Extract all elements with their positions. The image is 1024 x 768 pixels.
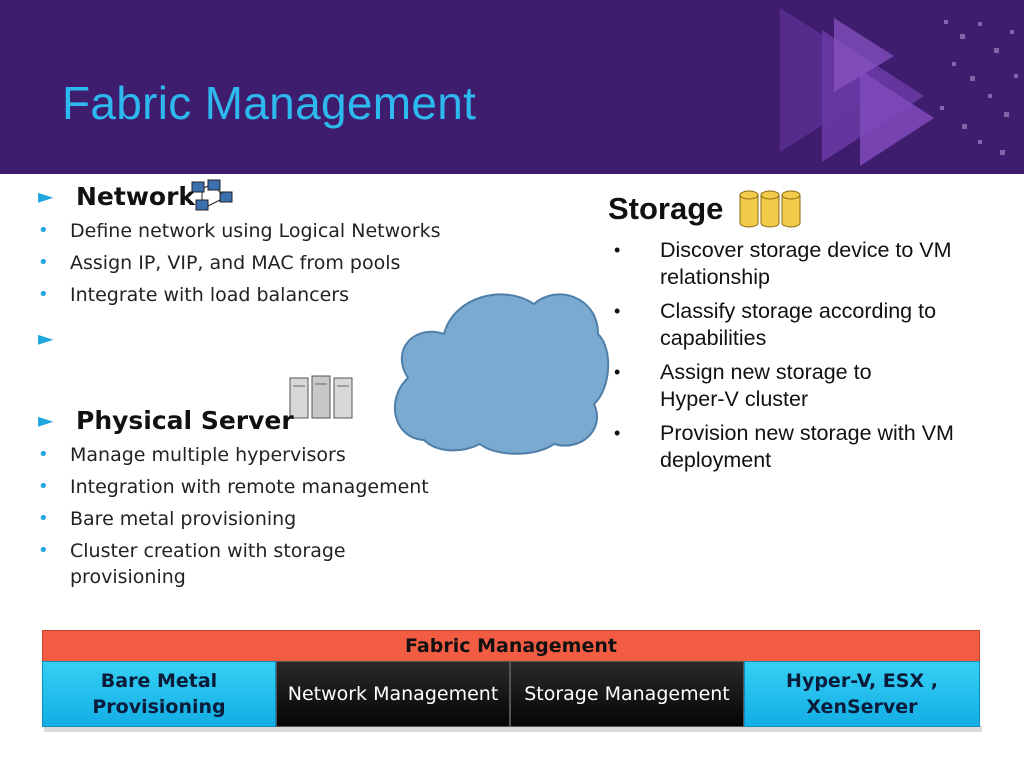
server-bullet-list: Manage multiple hypervisors Integration …	[38, 442, 429, 590]
list-item: Bare metal provisioning	[38, 506, 418, 532]
list-item: Integration with remote management	[38, 474, 510, 500]
list-item: Discover storage device to VM relationsh…	[608, 237, 1008, 291]
slide-header: Fabric Management	[0, 0, 1024, 174]
server-heading: Physical Server	[76, 405, 294, 435]
server-rack-icon	[289, 375, 353, 419]
slide-title: Fabric Management	[62, 77, 477, 129]
network-management-cell: Network Management	[276, 661, 510, 727]
storage-cylinders-icon	[739, 190, 801, 228]
list-item: Assign new storage to Hyper-V cluster	[608, 359, 920, 413]
list-item: Manage multiple hypervisors	[38, 442, 418, 468]
fabric-row: Bare Metal Provisioning Network Manageme…	[42, 661, 980, 727]
hypervisors-cell: Hyper-V, ESX , XenServer	[744, 661, 980, 727]
storage-heading: Storage	[608, 191, 724, 226]
network-section-heading: ► Network	[38, 180, 558, 212]
network-heading: Network	[76, 181, 196, 211]
list-item: Integrate with load balancers	[38, 282, 558, 308]
storage-bullet-list: Discover storage device to VM relationsh…	[608, 237, 1008, 474]
storage-management-cell: Storage Management	[510, 661, 744, 727]
cloud-icon	[394, 293, 610, 455]
table-shadow	[44, 726, 982, 732]
play-arrows-decoration	[780, 8, 1018, 166]
left-column: ► Network Define network using Logical N…	[38, 179, 558, 588]
storage-section-heading: Storage	[608, 188, 1008, 230]
network-computers-icon	[191, 179, 233, 211]
fabric-management-table: Fabric Management Bare Metal Provisionin…	[42, 630, 982, 732]
network-bullet-list: Define network using Logical Networks As…	[38, 218, 558, 308]
list-item: Classify storage according to capabiliti…	[608, 298, 1008, 352]
list-item: Provision new storage with VM deployment	[608, 420, 1008, 474]
server-section-heading: ► Physical Server	[38, 404, 558, 436]
arrow-bullet-icon: ►	[38, 408, 54, 432]
storage-column: Storage Discover storage device to VM re…	[608, 188, 1008, 474]
list-item: Cluster creation with storage provisioni…	[38, 538, 418, 590]
fabric-header: Fabric Management	[42, 630, 980, 662]
list-item: Define network using Logical Networks	[38, 218, 558, 244]
arrow-bullet-icon: ►	[38, 184, 54, 208]
bare-metal-cell: Bare Metal Provisioning	[42, 661, 276, 727]
list-item: Assign IP, VIP, and MAC from pools	[38, 250, 558, 276]
arrow-bullet-icon: ►	[38, 326, 54, 350]
